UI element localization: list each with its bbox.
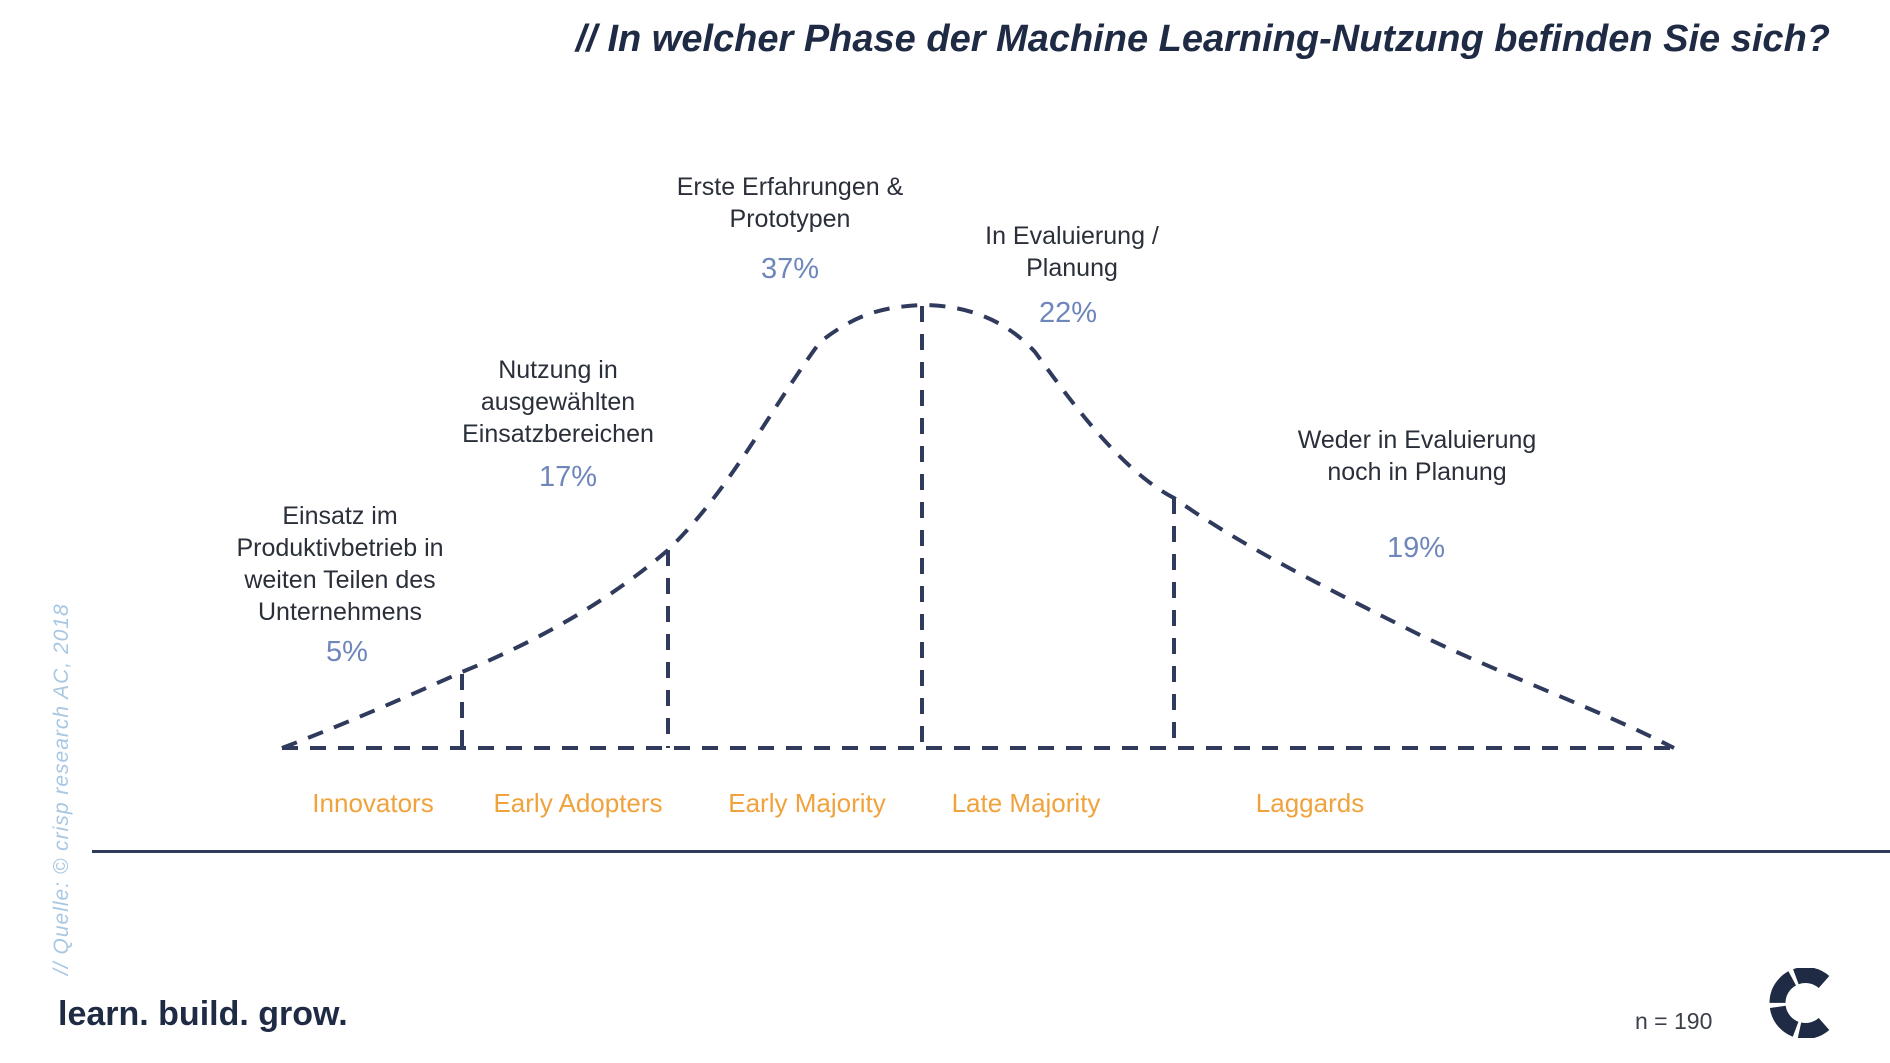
segment-description-innovators: Einsatz im Produktivbetrieb in weiten Te… xyxy=(236,502,444,626)
crisp-logo-icon xyxy=(1769,968,1830,1038)
segment-description-late-majority: In Evaluierung / Planung xyxy=(985,222,1159,282)
sample-size-label: n = 190 xyxy=(1635,1008,1713,1034)
segment-percent-late-majority: 22% xyxy=(1038,297,1098,329)
page-title: // In welcher Phase der Machine Learning… xyxy=(575,18,1830,60)
source-credit: // Quelle: © crisp research AC, 2018 xyxy=(50,603,73,975)
category-label-late-majority: Late Majority xyxy=(951,788,1101,818)
segment-percent-early-adopters: 17% xyxy=(538,461,598,493)
category-label-innovators: Innovators xyxy=(312,788,434,818)
segment-percent-laggards: 19% xyxy=(1386,532,1446,564)
horizontal-divider xyxy=(92,850,1890,853)
segment-percent-early-majority: 37% xyxy=(760,253,820,285)
category-label-early-majority: Early Majority xyxy=(728,788,886,818)
category-label-early-adopters: Early Adopters xyxy=(493,788,663,818)
segment-description-early-adopters: Nutzung in ausgewählten Einsatzbereichen xyxy=(462,356,654,448)
segment-percent-innovators: 5% xyxy=(326,636,368,668)
tagline: learn. build. grow. xyxy=(58,995,348,1033)
category-label-laggards: Laggards xyxy=(1255,788,1365,818)
bell-curve xyxy=(281,302,1675,750)
segment-description-laggards: Weder in Evaluierung noch in Planung xyxy=(1297,426,1537,486)
segment-description-early-majority: Erste Erfahrungen & Prototypen xyxy=(676,173,904,233)
